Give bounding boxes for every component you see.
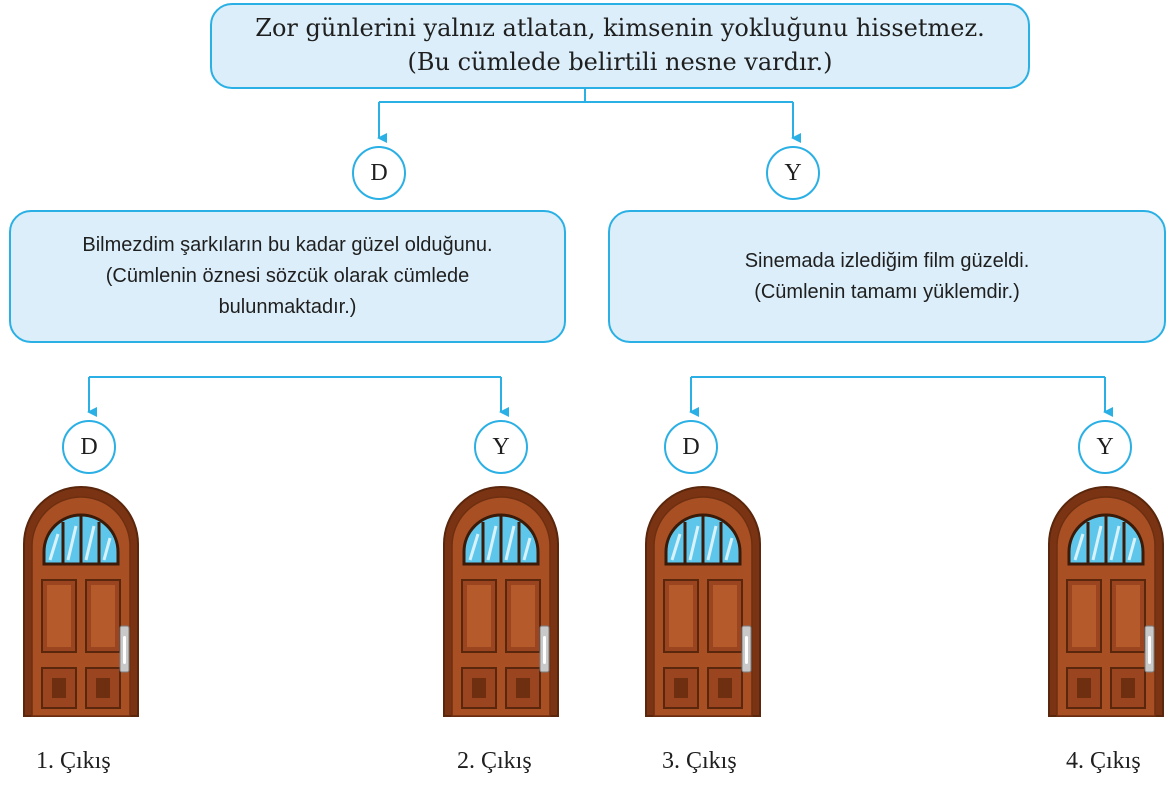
right-false-circle: Y xyxy=(1078,420,1132,474)
exit-label-1: 1. Çıkış xyxy=(36,748,111,774)
left-false-circle: Y xyxy=(474,420,528,474)
root-connector xyxy=(379,88,793,103)
exit-door-2[interactable] xyxy=(442,486,560,718)
root-statement-box: Zor günlerini yalnız atlatan, kimsenin y… xyxy=(210,3,1030,89)
exit-label-3: 3. Çıkış xyxy=(662,748,737,774)
exit-door-3[interactable] xyxy=(644,486,762,718)
right-statement-hint: (Cümlenin tamamı yüklemdir.) xyxy=(754,280,1020,303)
right-statement-box: Sinemada izlediğim film güzeldi. (Cümlen… xyxy=(608,210,1166,343)
left-statement-hint-2: bulunmaktadır.) xyxy=(218,296,357,318)
left-statement-box: Bilmezdim şarkıların bu kadar güzel oldu… xyxy=(9,210,566,343)
exit-label-2: 2. Çıkış xyxy=(457,748,532,774)
right-true-circle: D xyxy=(664,420,718,474)
exit-label-4: 4. Çıkış xyxy=(1066,748,1141,774)
left-statement-text: Bilmezdim şarkıların bu kadar güzel oldu… xyxy=(82,234,493,256)
right-statement-text: Sinemada izlediğim film güzeldi. xyxy=(744,249,1030,272)
root-statement-text: Zor günlerini yalnız atlatan, kimsenin y… xyxy=(255,14,985,43)
root-statement-hint: (Bu cümlede belirtili nesne vardır.) xyxy=(407,48,833,76)
exit-door-4[interactable] xyxy=(1047,486,1165,718)
left-statement-hint-1: (Cümlenin öznesi sözcük olarak cümlede xyxy=(105,265,470,287)
root-true-circle: D xyxy=(352,146,406,200)
root-false-circle: Y xyxy=(766,146,820,200)
left-true-circle: D xyxy=(62,420,116,474)
exit-door-1[interactable] xyxy=(22,486,140,718)
